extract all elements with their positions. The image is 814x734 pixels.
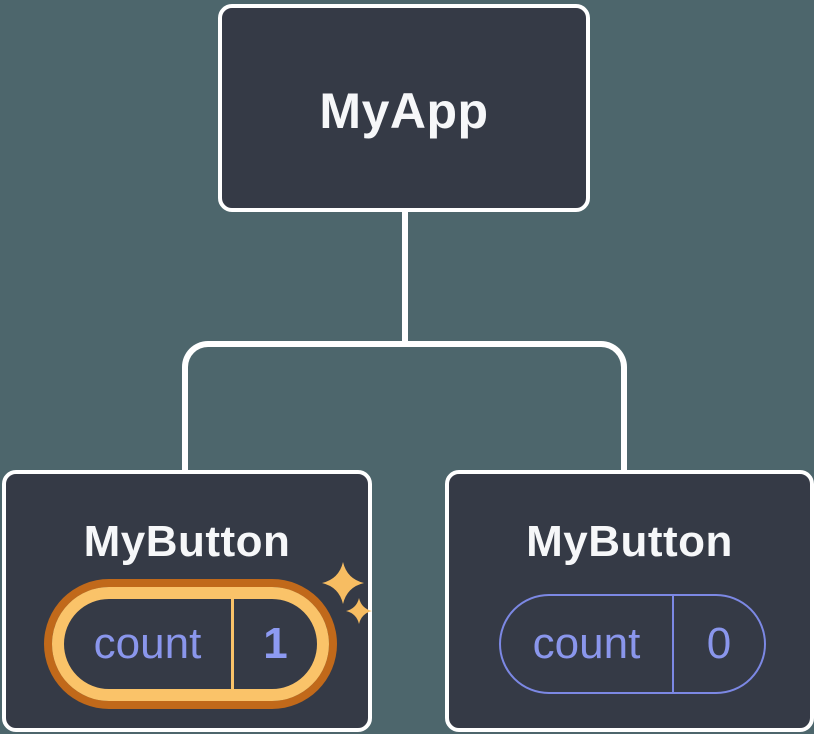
tree-node-root: MyApp	[218, 4, 590, 212]
connector-bracket	[182, 341, 627, 470]
state-key-label: count	[532, 619, 641, 668]
state-value: 0	[706, 619, 732, 668]
tree-node-child-right: MyButton count 0	[445, 470, 814, 732]
state-value: 1	[263, 619, 288, 668]
state-key-label: count	[93, 619, 202, 668]
state-pill-idle: count 0	[499, 594, 766, 694]
child-node-label: MyButton	[83, 517, 291, 566]
state-pill-divider	[672, 596, 674, 692]
connector-root-stub	[402, 210, 408, 346]
root-node-label: MyApp	[319, 83, 489, 139]
tree-node-child-left: MyButton count 1	[2, 470, 372, 732]
child-node-label: MyButton	[526, 517, 733, 566]
state-pill-highlighted: count 1	[52, 587, 329, 701]
state-pill-divider	[231, 599, 234, 689]
